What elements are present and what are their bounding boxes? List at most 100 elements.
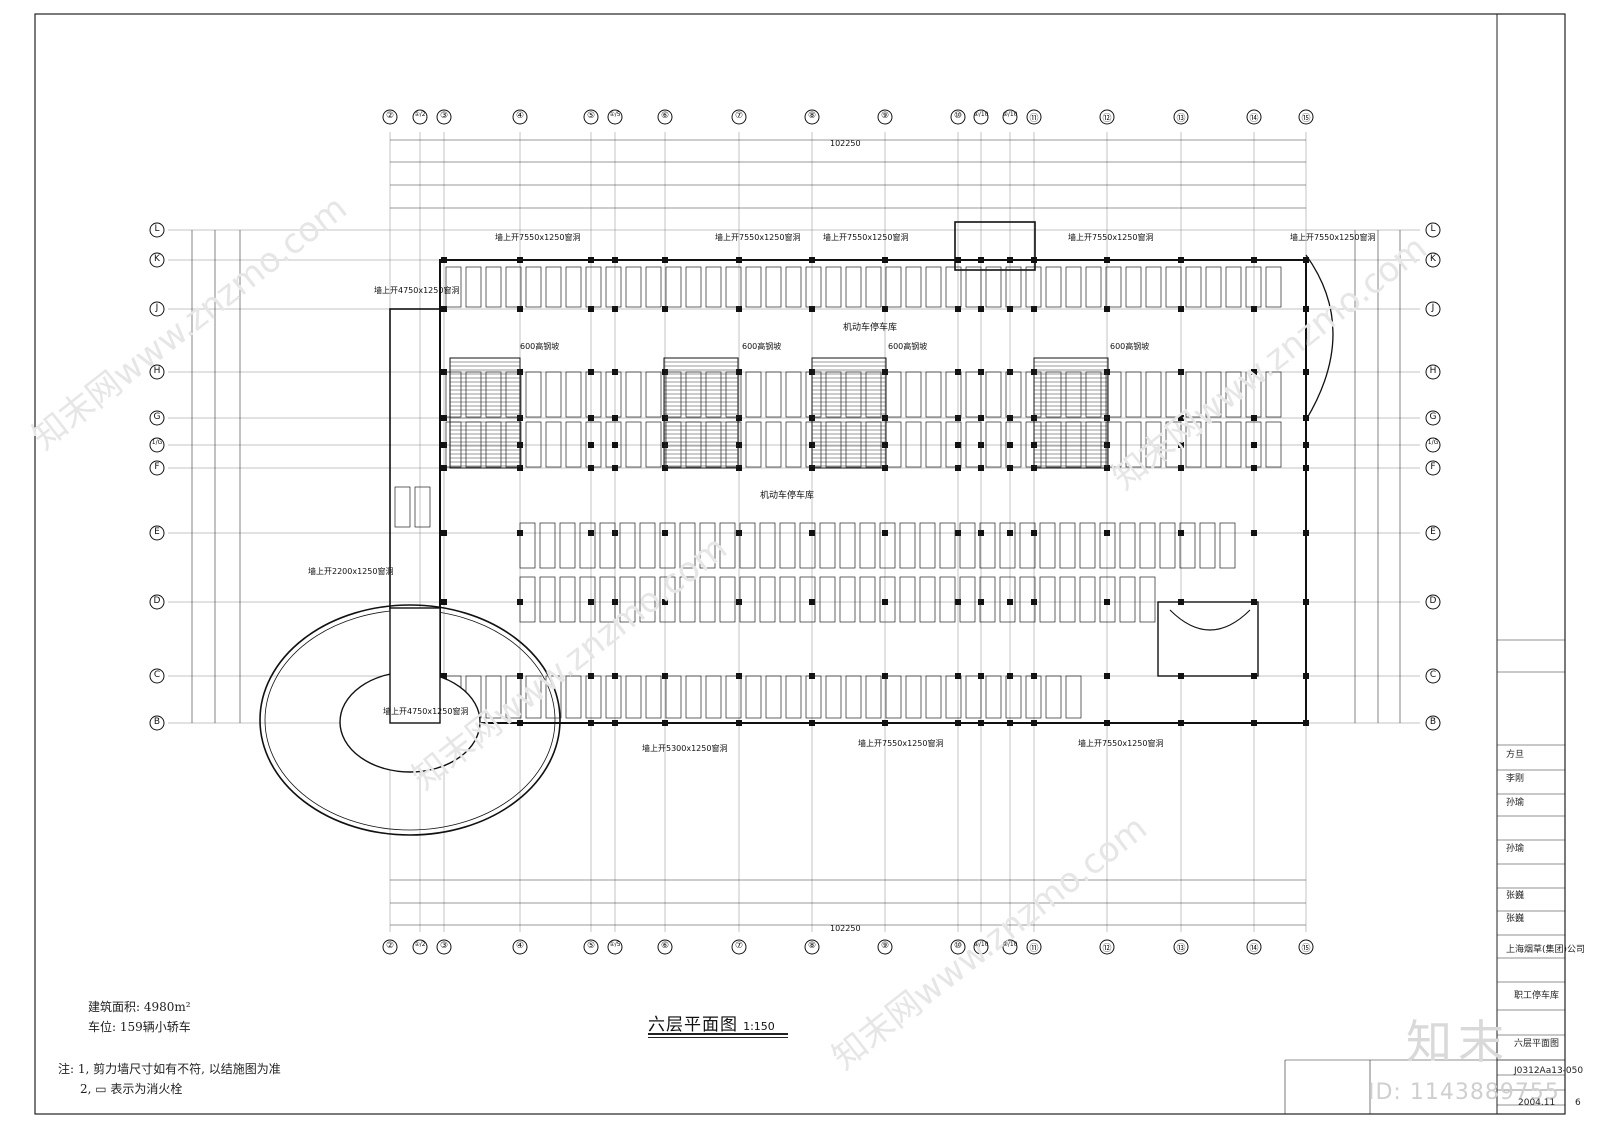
grid-column-label: ⑨ [880,111,890,121]
grid-bubble [1246,939,1262,955]
parking-stall [605,266,622,308]
parking-stall [545,266,562,308]
parking-stall [739,522,756,569]
grid-row-label: H [1429,366,1437,376]
parking-stall [1139,522,1156,569]
structural-column [882,369,888,375]
parking-stall [1119,522,1136,569]
parking-stall [1205,266,1222,308]
parking-stall [959,522,976,569]
tb-name-1: 方旦 [1506,750,1525,760]
structural-column [1251,673,1257,679]
parking-stall [1085,371,1102,418]
structural-column [1104,530,1110,536]
parking-stall [1185,371,1202,418]
grid-bubble [512,939,528,955]
grid-row-label: 1/G [151,439,163,446]
structural-column [1251,465,1257,471]
grid-column-label: ⑥ [660,941,670,951]
grid-bubble [973,939,989,955]
watermark-logo: 知末 [1406,1015,1510,1069]
structural-column [1303,257,1309,263]
parking-stall [605,371,622,418]
parking-stall [885,266,902,308]
parking-stall [645,675,662,719]
structural-column [882,442,888,448]
parking-stall [665,675,682,719]
grid-row-label: C [1429,670,1437,680]
structural-column [441,415,447,421]
parking-stall [745,371,762,418]
grid-bubble [1026,939,1042,955]
parking-stall [519,522,536,569]
parking-stall [1185,266,1202,308]
parking-stall [805,371,822,418]
parking-stall [705,371,722,418]
structural-column [1104,673,1110,679]
grid-column-label: ④ [515,941,525,951]
parking-stall [1225,371,1242,418]
grid-column-label: ⑤ [586,941,596,951]
parking-stall [885,675,902,719]
parking-stall [1059,576,1076,623]
grid-bubble [950,109,966,125]
grid-bubble [436,939,452,955]
parking-stall [999,522,1016,569]
parking-stall [639,576,656,623]
total-dimension-bottom: 102250 [830,924,861,933]
structural-column [1303,530,1309,536]
parking-stall [905,266,922,308]
grid-row-label: J [1431,303,1435,313]
parking-stall [799,522,816,569]
parking-stall [539,576,556,623]
parking-stall [825,421,842,468]
parking-stall [525,675,542,719]
grid-bubble [1298,939,1314,955]
parking-stall [1065,675,1082,719]
grid-column-label: ①/5 [609,941,621,948]
grid-row-label: B [1429,717,1437,727]
structural-column [662,442,668,448]
grid-row-label: J [155,303,159,313]
parking-stall [665,421,682,468]
grid-bubble [607,939,623,955]
tb-project: 职工停车库 [1514,991,1560,1001]
structural-column [1031,530,1037,536]
window-label-top-1: 墙上开7550x1250窗洞 [495,233,581,242]
grid-bubble [1425,525,1441,541]
grid-bubble [149,460,165,476]
structural-column [1007,599,1013,605]
window-label-top-2: 墙上开7550x1250窗洞 [715,233,801,242]
structural-column [736,530,742,536]
parking-stall [559,522,576,569]
parking-stall [525,421,542,468]
parking-stall [585,675,602,719]
parking-stall [985,266,1002,308]
note-line-2: 2, ▭ 表示为消火栓 [80,1082,183,1096]
parking-stall [1185,421,1202,468]
parking-stall [1019,522,1036,569]
parking-stall [965,371,982,418]
parking-stall [525,266,542,308]
structural-column [882,599,888,605]
structural-column [588,306,594,312]
parking-stall [825,371,842,418]
structural-column [1007,465,1013,471]
structural-column [441,673,447,679]
grid-column-label: ③ [439,941,449,951]
structural-column [1251,442,1257,448]
parking-stall [945,675,962,719]
grid-row-label: F [154,462,160,472]
parking-stall [1165,371,1182,418]
window-label-top-3: 墙上开7550x1250窗洞 [823,233,909,242]
parking-stall [959,576,976,623]
structural-column [441,442,447,448]
title-underline [648,1033,788,1035]
tb-name-5: 张巍 [1506,891,1525,901]
structural-column [809,257,815,263]
parking-stall [745,421,762,468]
parking-stall [999,576,1016,623]
structural-column [441,257,447,263]
ramp-label-1: 600高钢坡 [520,342,560,351]
grid-column-label: ⑪ [1029,944,1039,954]
